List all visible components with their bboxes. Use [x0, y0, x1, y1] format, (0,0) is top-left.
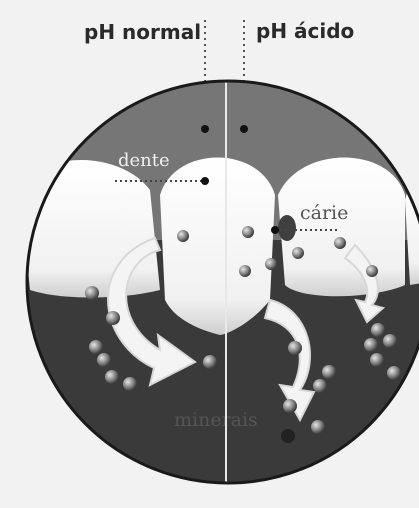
- pointer-dot-acid: [240, 125, 248, 133]
- minerals-label: minerais: [174, 409, 258, 431]
- mineral-ball: [203, 355, 217, 369]
- tooth-right: [278, 158, 405, 297]
- ph-normal-label: pH normal: [84, 20, 201, 44]
- mineral-ball: [313, 379, 327, 393]
- tooth-label: dente: [118, 150, 170, 171]
- ph-acid-label: pH ácido: [256, 19, 354, 43]
- mineral-ball: [239, 265, 251, 277]
- mineral-ball: [322, 365, 336, 379]
- mineral-ball: [281, 429, 295, 443]
- mineral-ball: [371, 323, 385, 337]
- mineral-ball: [105, 370, 119, 384]
- pointer-dot-caries: [271, 226, 279, 234]
- pointer-dot-tooth: [201, 177, 209, 185]
- mineral-ball: [89, 340, 103, 354]
- mineral-ball: [292, 247, 304, 259]
- mineral-ball: [283, 399, 297, 413]
- mineral-ball: [387, 366, 401, 380]
- mineral-ball: [288, 341, 302, 355]
- mineral-ball: [364, 338, 378, 352]
- mineral-ball: [311, 420, 325, 434]
- mineral-ball: [242, 226, 254, 238]
- caries-spot: [278, 215, 296, 241]
- tooth-center: [160, 158, 275, 336]
- mineral-ball: [383, 334, 397, 348]
- pointer-dot-normal: [201, 125, 209, 133]
- mineral-ball: [97, 353, 111, 367]
- mineral-ball: [123, 377, 137, 391]
- caries-label: cárie: [300, 202, 348, 224]
- mineral-ball: [366, 265, 378, 277]
- mineral-ball: [370, 353, 384, 367]
- mineral-ball: [265, 258, 277, 270]
- mineral-ball: [334, 237, 346, 249]
- mineral-ball: [177, 230, 189, 242]
- mineral-ball: [85, 286, 99, 300]
- mineral-ball: [106, 311, 120, 325]
- tooth-left: [20, 160, 160, 298]
